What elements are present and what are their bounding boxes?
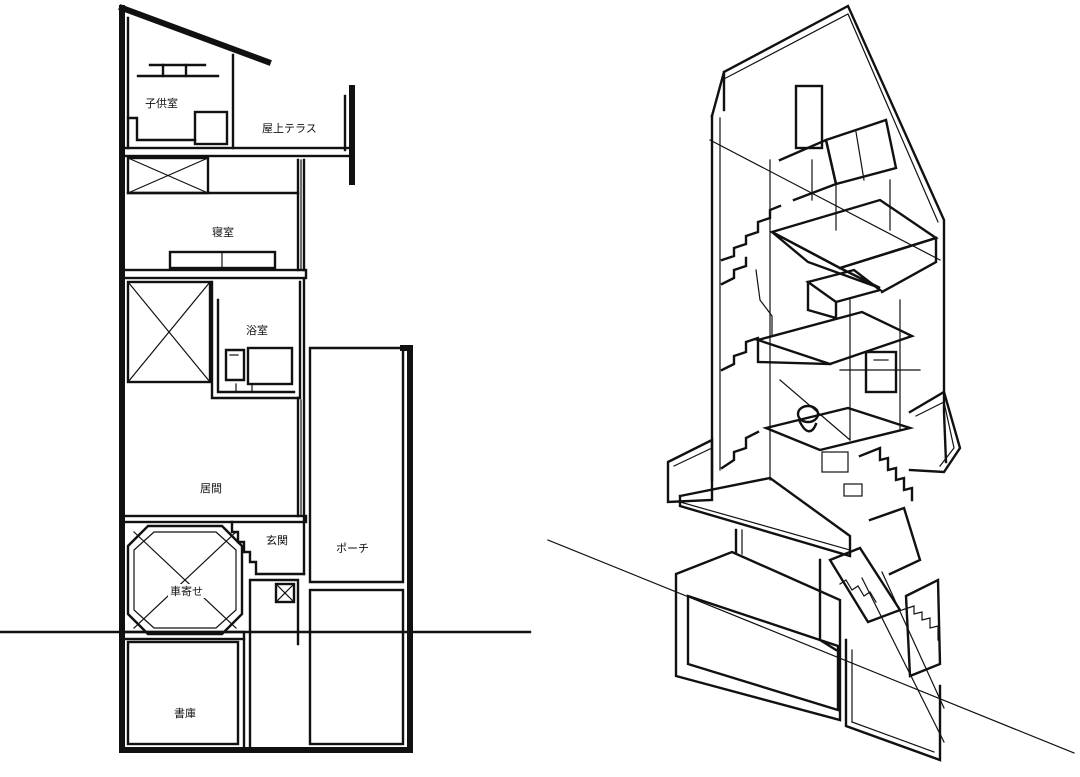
section-room-labels: 子供室 屋上テラス 寝室 浴室 居間 玄関 ポーチ 車寄せ 書庫 xyxy=(143,96,369,720)
label-porch: ポーチ xyxy=(336,542,369,555)
basement xyxy=(126,578,405,752)
kids-room-furniture xyxy=(126,63,229,146)
label-entrance: 玄関 xyxy=(266,533,288,547)
section-outer-walls xyxy=(118,4,413,753)
label-kids-room: 子供室 xyxy=(145,96,178,110)
label-bedroom: 寝室 xyxy=(212,225,234,239)
bedroom-level xyxy=(126,156,306,272)
ground-line-right xyxy=(547,539,1075,754)
axon-porch-volume xyxy=(908,390,962,474)
porch-volume xyxy=(308,346,405,584)
label-bathroom: 浴室 xyxy=(246,323,268,337)
axon-roof-volume xyxy=(709,84,941,261)
axon-side-terrace xyxy=(666,438,714,504)
label-living: 居間 xyxy=(200,482,222,495)
axon-toilet xyxy=(796,404,863,497)
section-floor-slabs xyxy=(120,146,354,641)
axon-basement xyxy=(674,528,945,762)
bathroom-level xyxy=(126,278,306,518)
axon-floor-plates xyxy=(678,198,939,558)
axon-left-stair xyxy=(720,204,782,470)
axon-envelope xyxy=(710,4,948,482)
label-library: 書庫 xyxy=(174,706,196,720)
section-drawing: 子供室 屋上テラス 寝室 浴室 居間 玄関 ポーチ 車寄せ 書庫 xyxy=(0,4,532,753)
axon-main-stair xyxy=(828,446,942,678)
carport-void xyxy=(126,524,244,636)
label-roof-terrace: 屋上テラス xyxy=(262,122,317,135)
label-carport: 車寄せ xyxy=(170,584,203,598)
axonometric-drawing xyxy=(547,4,1075,762)
